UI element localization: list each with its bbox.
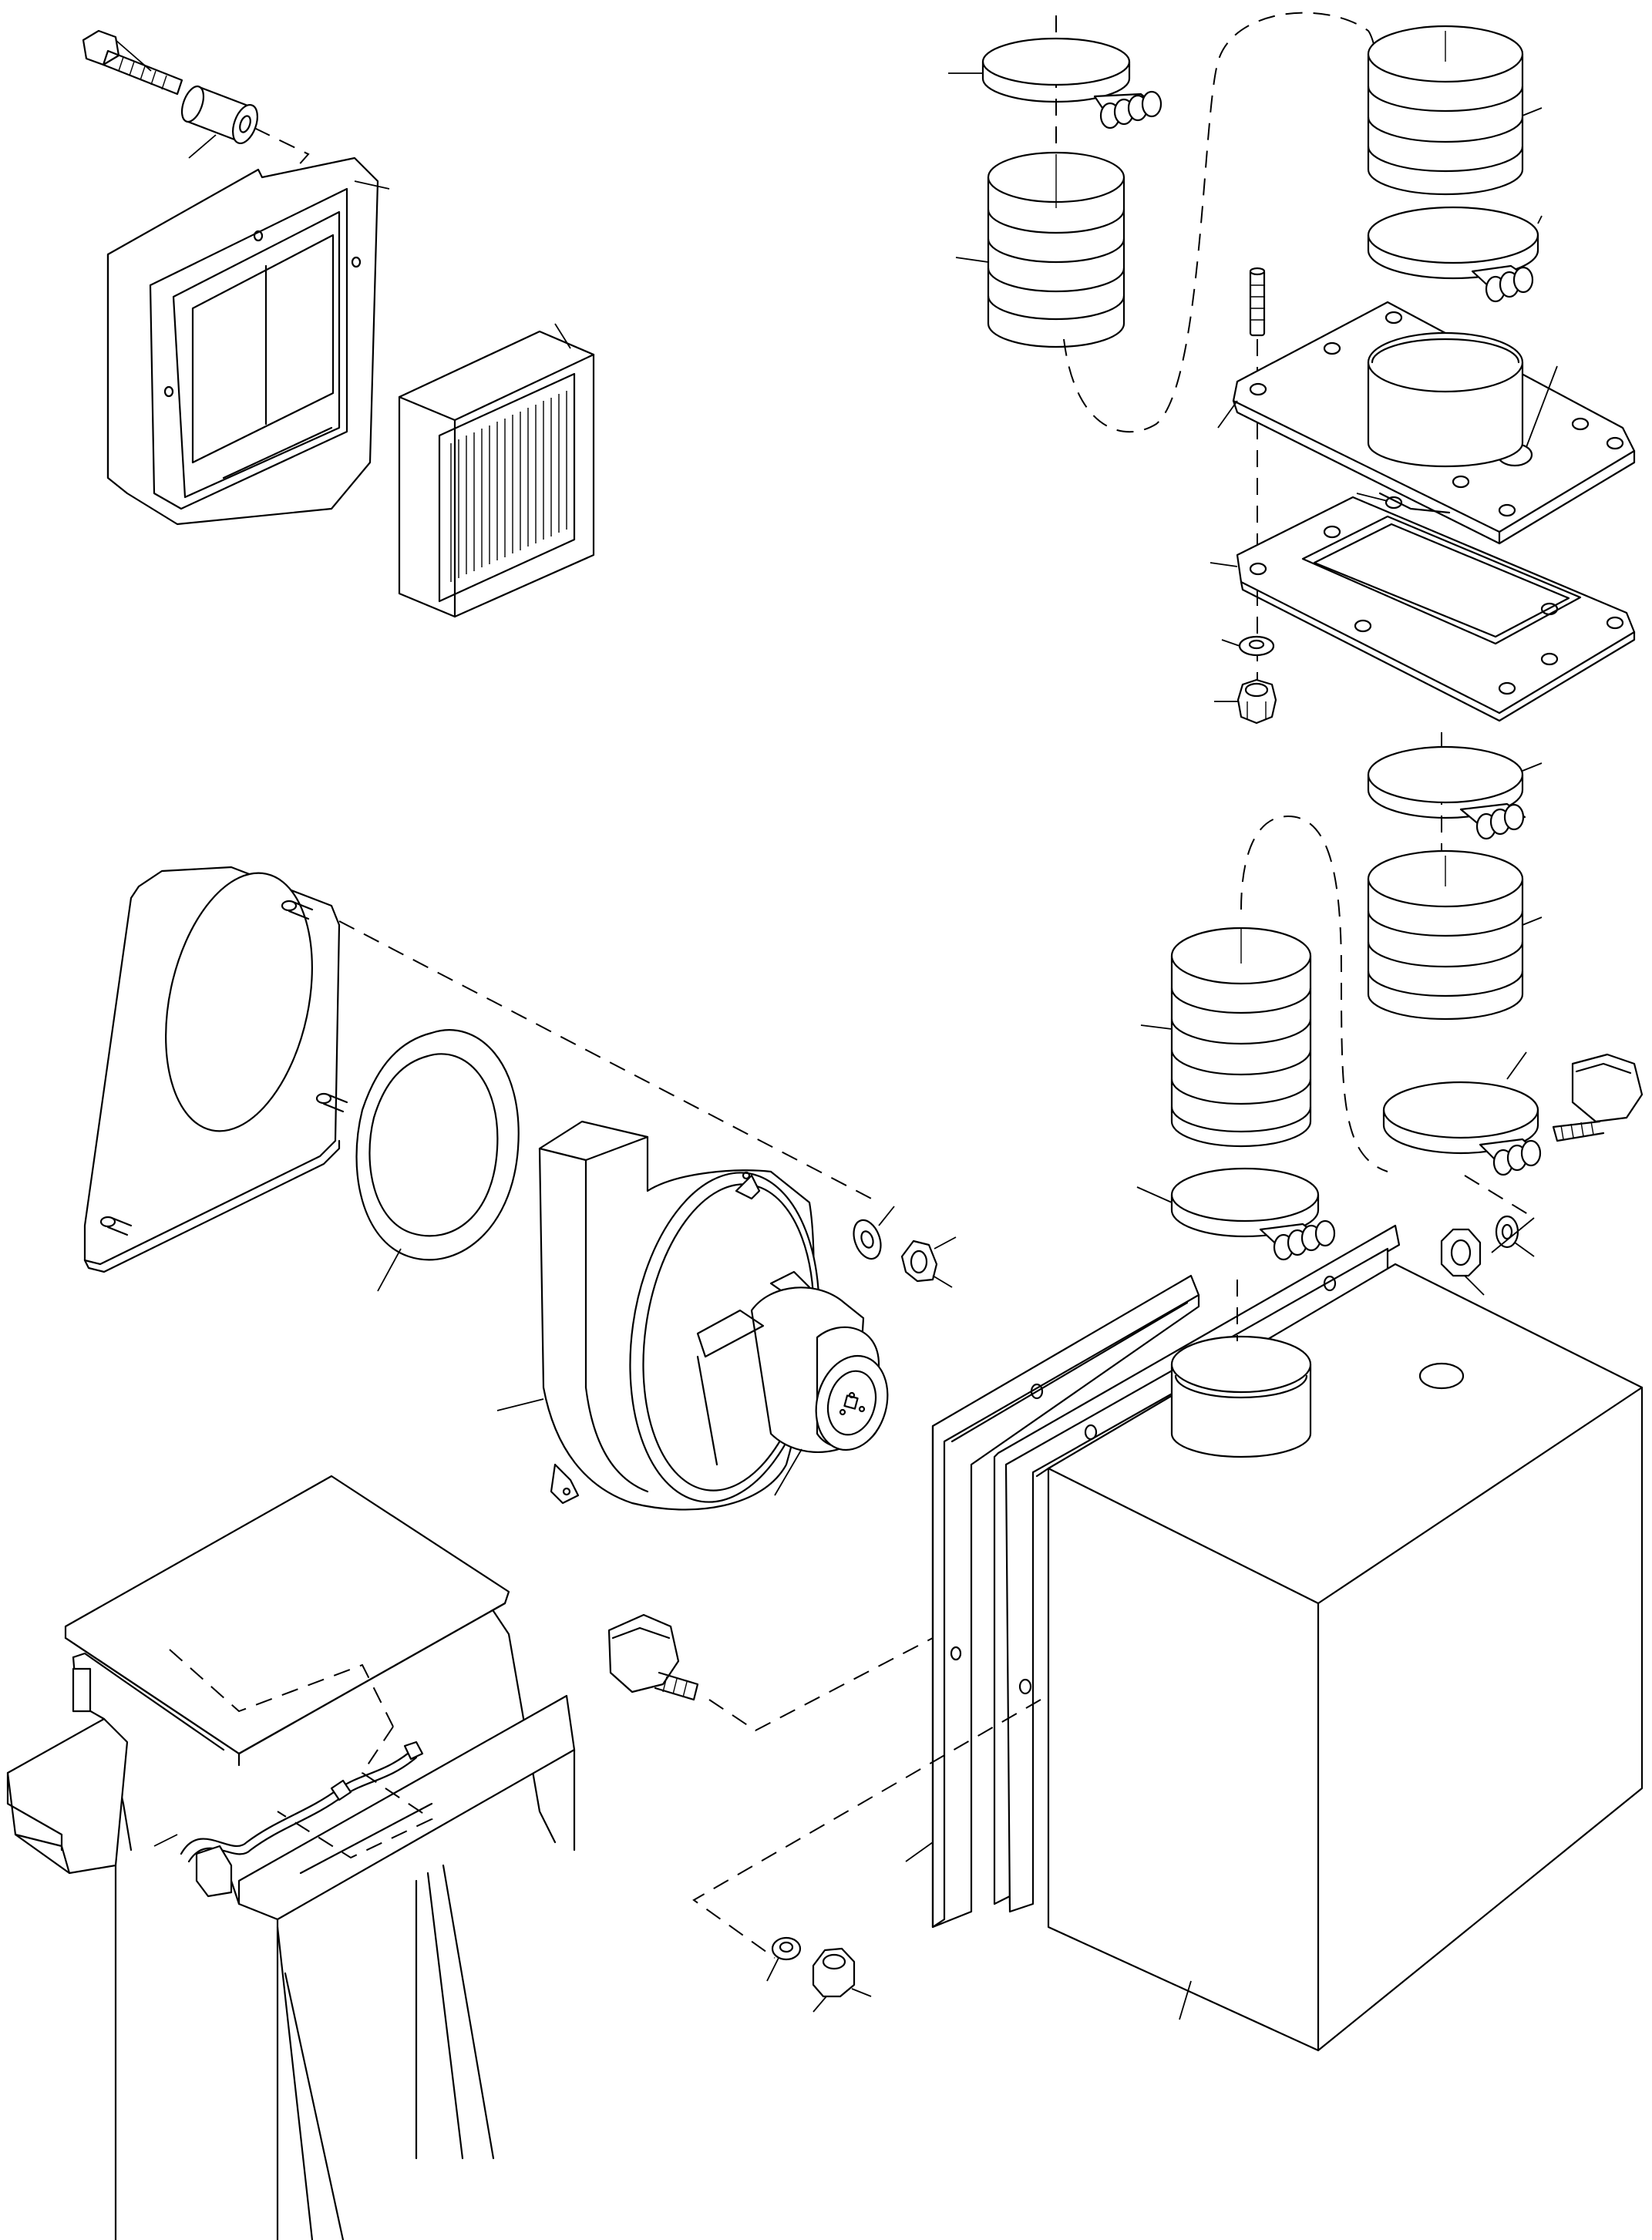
knob-right-leader — [1491, 1217, 1535, 1253]
lower-fastener-alignment — [692, 1699, 1041, 1959]
blower-motor — [696, 1286, 889, 1496]
lower-washer — [766, 1936, 802, 1982]
spacer — [180, 85, 258, 144]
bolt — [82, 29, 183, 96]
adapter-collar — [1367, 331, 1524, 514]
knob-center — [607, 1613, 699, 1701]
mount-stud-alignment — [338, 920, 880, 1203]
middle-hose-clamp — [1367, 745, 1543, 840]
lower-nut — [812, 1947, 872, 2013]
knob-right — [1552, 1053, 1644, 1142]
knob-right-alignment — [1464, 1175, 1535, 1219]
flat-washer — [1221, 635, 1275, 657]
upper-hose-clamp-right — [1367, 206, 1543, 303]
filter-element — [398, 330, 595, 618]
tank-gasket — [905, 1274, 1200, 1929]
lower-bellows-left — [1140, 927, 1312, 1148]
mounting-plate — [83, 866, 348, 1273]
blower-gasket — [355, 1029, 520, 1292]
lower-hose-clamp-right — [1382, 1051, 1542, 1176]
upper-hose-clamp-left — [948, 37, 1162, 129]
lower-hose-clamp-left — [1136, 1167, 1336, 1261]
hose-routing-lower — [1240, 816, 1388, 1172]
filter-housing — [106, 156, 379, 526]
lock-nut — [1214, 678, 1277, 725]
middle-bellows-right — [1367, 849, 1543, 1021]
plate-gasket — [1210, 493, 1636, 722]
tank-outlet-collar — [1170, 1280, 1312, 1458]
machine-cabinet — [6, 1475, 576, 2240]
upper-bellows-right — [1367, 25, 1543, 196]
nut-right — [1440, 1228, 1485, 1296]
upper-bellows-left — [955, 151, 1125, 348]
mount-washer — [853, 1206, 895, 1260]
leader-lines-top-left — [115, 39, 571, 349]
hose-routing-upper — [1063, 12, 1404, 433]
knob-center-alignment — [708, 1637, 934, 1732]
stud — [1249, 267, 1266, 337]
tank-flange — [993, 1224, 1401, 1913]
flat-washer-right — [1495, 1215, 1535, 1257]
tank — [1035, 1263, 1644, 2052]
mount-nut — [900, 1236, 957, 1288]
